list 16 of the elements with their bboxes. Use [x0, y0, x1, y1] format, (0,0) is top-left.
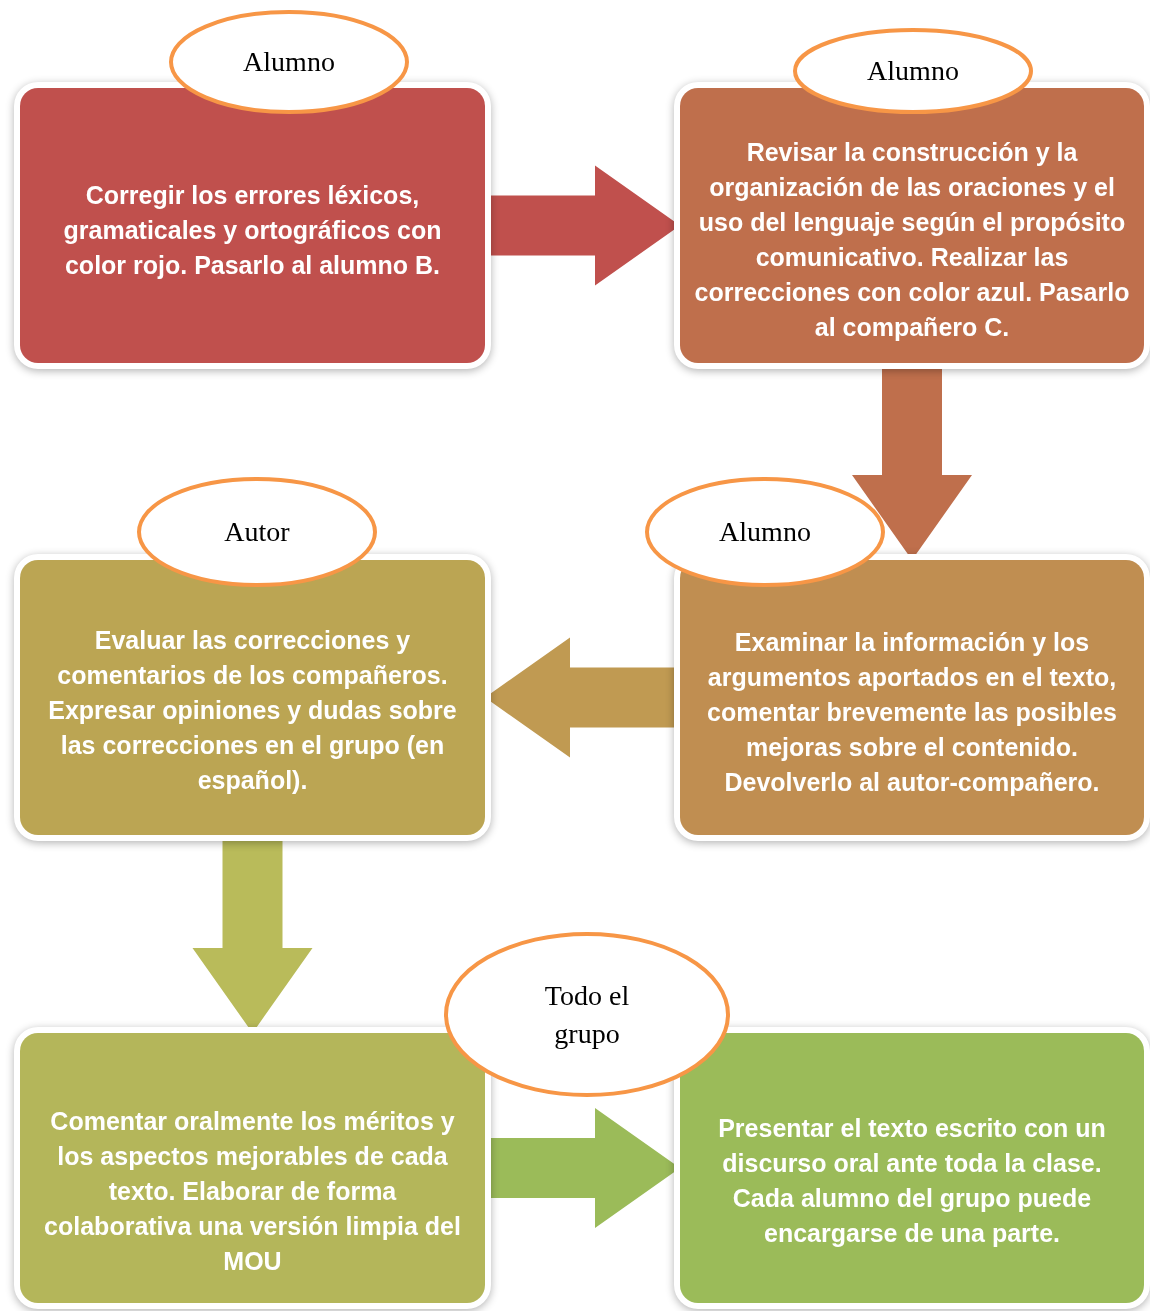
step-text: Evaluar las correcciones y comentarios de los compañeros. Expresar opiniones y dudas sobre las correcciones en el grupo (en español). — [47, 625, 458, 796]
role-label: Alumno — [243, 45, 335, 79]
step-text: Comentar oralmente los méritos y los aspectos mejorables de cada texto. Elaborar de forma colaborativa una versión limpia del MOU — [43, 1105, 462, 1277]
role-ellipse — [444, 932, 730, 1097]
role-label: Autor — [224, 515, 290, 549]
role-ellipse — [645, 477, 885, 587]
step-text: Corregir los errores léxicos, gramaticales y ortográficos con color rojo. Pasarlo al alumno B. — [62, 180, 443, 281]
role-ellipse — [169, 10, 409, 114]
role-label: Alumno — [719, 515, 811, 549]
role-ellipse — [137, 477, 377, 587]
step-text: Examinar la información y los argumentos aportados en el texto, comentar brevemente las posibles mejoras sobre el contenido. Devolverlo al autor-compañero. — [706, 627, 1118, 798]
role-ellipse — [793, 28, 1033, 114]
step-text: Presentar el texto escrito con un discurso oral ante toda la clase. Cada alumno del grupo puede encargarse de una parte. — [717, 1113, 1107, 1249]
role-label: Alumno — [867, 54, 959, 88]
step-text: Revisar la construcción y la organización de las oraciones y el uso del lenguaje según el propósito comunicativo. Realizar las correcciones con color azul. Pasarlo al compañero C. — [694, 136, 1130, 343]
role-label: Todo el grupo — [543, 978, 631, 1051]
